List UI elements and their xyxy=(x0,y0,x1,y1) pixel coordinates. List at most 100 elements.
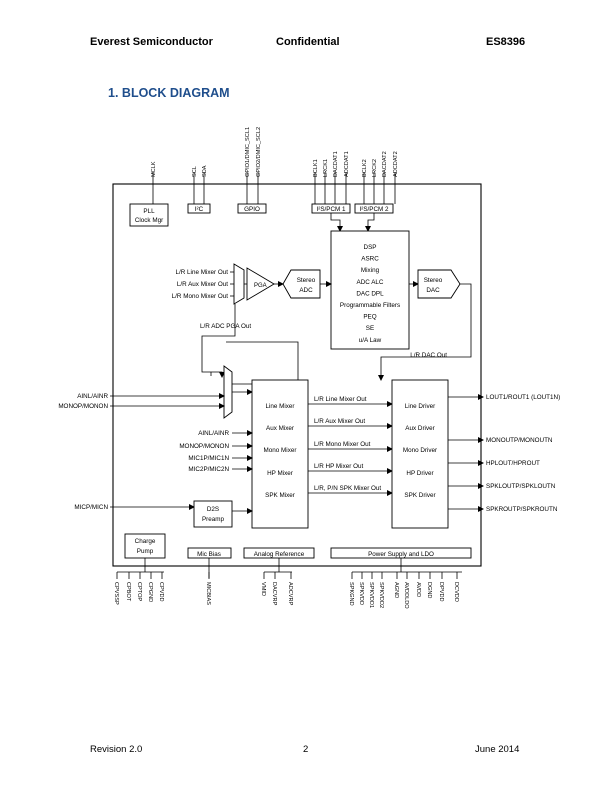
mixer-input-label-2: MIC1P/MIC1N xyxy=(188,455,229,462)
mixer-output-label-4: L/R, P/N SPK Mixer Out xyxy=(314,485,381,492)
pll-label: PLL xyxy=(143,208,155,215)
dsp-line-5: Programmable Filters xyxy=(340,302,400,309)
pin-avdd-label: AVDD xyxy=(415,582,421,597)
pin-spkvdd-label: SPKVDD xyxy=(358,582,364,605)
pin-dgnd-label: DGND xyxy=(426,582,432,598)
mic-input-label: MICP/MICN xyxy=(74,504,108,511)
mixer-input-label-0: AINL/AINR xyxy=(198,430,229,437)
dsp-block xyxy=(330,230,410,350)
pin-mclk-label: MCLK xyxy=(151,161,157,177)
pin-spkgnd-label: SPKGND xyxy=(348,582,354,606)
pin-dacvrp-label: DACVRP xyxy=(271,582,277,606)
i2c-label: I²C xyxy=(195,206,204,213)
header-classification: Confidential xyxy=(276,36,340,48)
pin-cptop-label: CPTOP xyxy=(136,582,142,601)
analog-reference-label: Analog Reference xyxy=(254,551,305,558)
gpio-block xyxy=(237,203,267,214)
pga-amplifier xyxy=(246,267,275,301)
dsp-line-1: ASRC xyxy=(361,256,379,263)
adc-pga-out-label: L/R ADC PGA Out xyxy=(200,323,251,330)
pga-input-label-2: L/R Mono Mixer Out xyxy=(172,293,229,300)
input-mux xyxy=(223,365,233,419)
mixer-input-label-3: MIC2P/MIC2N xyxy=(188,466,229,473)
left-input-label-0: AINL/AINR xyxy=(77,393,108,400)
pin-dacdat1-label: DACDAT1 xyxy=(333,151,339,177)
pin-adcdat2-label: ADCDAT2 xyxy=(393,151,399,177)
output-label-4: SPKROUTP/SPKROUTN xyxy=(486,506,558,513)
pin-cpgnd-label: CPGND xyxy=(147,582,153,602)
pll-clock-block xyxy=(129,203,169,227)
mixer-output-label-3: L/R HP Mixer Out xyxy=(314,463,363,470)
mic-bias-block xyxy=(187,547,232,559)
pin-spkvdd1-label: SPKVDD1 xyxy=(368,582,374,608)
dsp-line-2: Mixing xyxy=(361,267,380,274)
output-label-1: MONOUTP/MONOUTN xyxy=(486,437,553,444)
pin-gpio2-label: GPIO2/DMIC_SCL2 xyxy=(256,127,262,177)
stereo-dac-block xyxy=(417,269,461,299)
pcm1-label: I²S/PCM 1 xyxy=(316,206,346,213)
charge-pump-label-1: Charge xyxy=(135,538,156,545)
footer-date: June 2014 xyxy=(475,744,520,755)
mixer-label-0: Line Mixer xyxy=(265,403,294,410)
charge-pump-block xyxy=(124,533,166,559)
pin-cpvssp-label: CPVSSP xyxy=(113,582,119,605)
pin-adcdat1-label: ADCDAT1 xyxy=(344,151,350,177)
header-part-number: ES8396 xyxy=(486,36,526,48)
clock-mgr-label: Clock Mgr xyxy=(135,217,163,224)
mixer-output-label-0: L/R Line Mixer Out xyxy=(314,396,367,403)
pga-input-label-0: L/R Line Mixer Out xyxy=(176,269,229,276)
charge-pump-label-2: Pump xyxy=(137,548,154,555)
power-supply-label: Power Supply and LDO xyxy=(368,551,434,558)
pga-feedback-line xyxy=(226,341,299,380)
pin-sda-label: SDA xyxy=(202,165,208,177)
header-company: Everest Semiconductor xyxy=(90,36,213,48)
pga-label: PGA xyxy=(254,283,267,289)
pin-scl-label: SCL xyxy=(192,166,198,177)
mixer-output-label-2: L/R Mono Mixer Out xyxy=(314,441,371,448)
dsp-line-4: DAC DPL xyxy=(356,290,384,297)
dac-out-label: L/R DAC Out xyxy=(410,352,447,359)
pin-dpvdd-label: DPVDD xyxy=(438,582,444,602)
output-label-2: HPLOUT/HPROUT xyxy=(486,460,540,467)
pin-lrck1-label: LRCK1 xyxy=(323,159,329,177)
mixer-label-3: HP Mixer xyxy=(267,470,293,477)
section-heading: 1. BLOCK DIAGRAM xyxy=(108,86,230,100)
dsp-line-8: u/A Law xyxy=(359,337,382,344)
section-title: BLOCK DIAGRAM xyxy=(121,86,230,100)
pin-dcvdd-label: DCVDD xyxy=(453,582,459,602)
pin-cpvdd-label: CPVDD xyxy=(158,582,164,602)
d2s-label-2: Preamp xyxy=(202,516,225,523)
stereo-dac-label-2: DAC xyxy=(426,287,440,294)
footer-revision: Revision 2.0 xyxy=(90,744,143,755)
chip-outline xyxy=(112,183,482,567)
adc-pga-out-line xyxy=(201,304,236,378)
pin-spkvdd2-label: SPKVDD2 xyxy=(378,582,384,608)
stereo-adc-label-2: ADC xyxy=(299,287,313,294)
gpio-label: GPIO xyxy=(244,206,260,213)
driver-label-3: HP Driver xyxy=(406,470,433,477)
mixer-label-1: Aux Mixer xyxy=(266,425,294,432)
mixer-input-label-1: MONOP/MONON xyxy=(179,443,229,450)
i2c-block xyxy=(187,203,211,214)
footer-page-number: 2 xyxy=(303,744,309,755)
pin-vmid-label: VMID xyxy=(260,582,266,596)
pin-adcvrp-label: ADCVRP xyxy=(287,582,293,606)
mixer-output-label-1: L/R Aux Mixer Out xyxy=(314,418,365,425)
left-input-label-1: MONOP/MONON xyxy=(58,403,108,410)
d2s-preamp-block xyxy=(193,500,233,528)
dsp-line-3: ADC ALC xyxy=(357,279,384,286)
pin-bclk2-label: BCLK2 xyxy=(362,159,368,177)
pin-agnd-label: AGND xyxy=(393,582,399,598)
driver-block xyxy=(391,379,449,529)
driver-label-0: Line Driver xyxy=(405,403,435,410)
pcm2-to-dsp xyxy=(365,213,375,232)
dac-out-line xyxy=(378,283,472,381)
pin-gpio1-label: GPIO1/DMIC_SCL1 xyxy=(245,127,251,177)
d2s-label-1: D2S xyxy=(207,506,219,513)
pin-bclk1-label: BCLK1 xyxy=(313,159,319,177)
mixer-label-4: SPK Mixer xyxy=(265,492,295,499)
output-label-3: SPKLOUTP/SPKLOUTN xyxy=(486,483,556,490)
pin-dacdat2-label: DACDAT2 xyxy=(382,151,388,177)
